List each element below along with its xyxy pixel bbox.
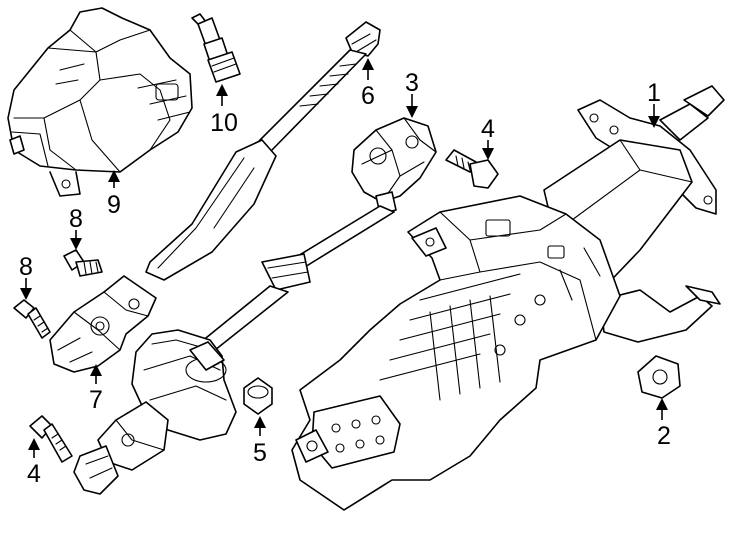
leader-1 bbox=[648, 104, 660, 128]
leader-4-right bbox=[482, 140, 494, 160]
part-lower-shaft-assembly bbox=[73, 205, 395, 495]
leader-8-upper bbox=[70, 230, 82, 250]
part-6-intermediate-shaft bbox=[145, 21, 381, 281]
part-2-flange-nut bbox=[637, 355, 681, 399]
callout-10: 10 bbox=[210, 109, 238, 137]
callout-4-left: 4 bbox=[27, 460, 41, 488]
callout-6: 6 bbox=[361, 82, 375, 110]
part-1-steering-column-assembly bbox=[291, 85, 725, 511]
part-7-coupling bbox=[49, 275, 157, 373]
part-4-bolt-left bbox=[29, 415, 73, 463]
part-3-upper-universal-joint bbox=[351, 117, 437, 215]
part-10-sensor bbox=[191, 13, 241, 83]
leader-10 bbox=[216, 84, 228, 106]
leader-2 bbox=[656, 398, 668, 420]
callout-9: 9 bbox=[107, 191, 121, 219]
leader-7 bbox=[90, 364, 102, 384]
leader-8-lower bbox=[20, 278, 32, 300]
callout-8-lower: 8 bbox=[19, 253, 33, 281]
part-4-bolt-right bbox=[445, 149, 499, 189]
callout-4-right: 4 bbox=[481, 115, 495, 143]
leader-5 bbox=[254, 416, 266, 436]
part-5-nut bbox=[243, 377, 273, 415]
part-8-bolt-upper bbox=[63, 249, 103, 277]
leader-9 bbox=[108, 170, 120, 188]
callout-3: 3 bbox=[405, 69, 419, 97]
leader-4-left bbox=[28, 438, 40, 458]
callout-2: 2 bbox=[657, 422, 671, 450]
callout-1: 1 bbox=[647, 79, 661, 107]
leader-6 bbox=[362, 58, 374, 80]
leader-3 bbox=[406, 94, 418, 118]
callout-8-upper: 8 bbox=[69, 205, 83, 233]
part-8-bolt-lower bbox=[13, 299, 51, 339]
part-9-control-module bbox=[7, 7, 193, 197]
callout-5: 5 bbox=[253, 439, 267, 467]
callout-7: 7 bbox=[89, 386, 103, 414]
